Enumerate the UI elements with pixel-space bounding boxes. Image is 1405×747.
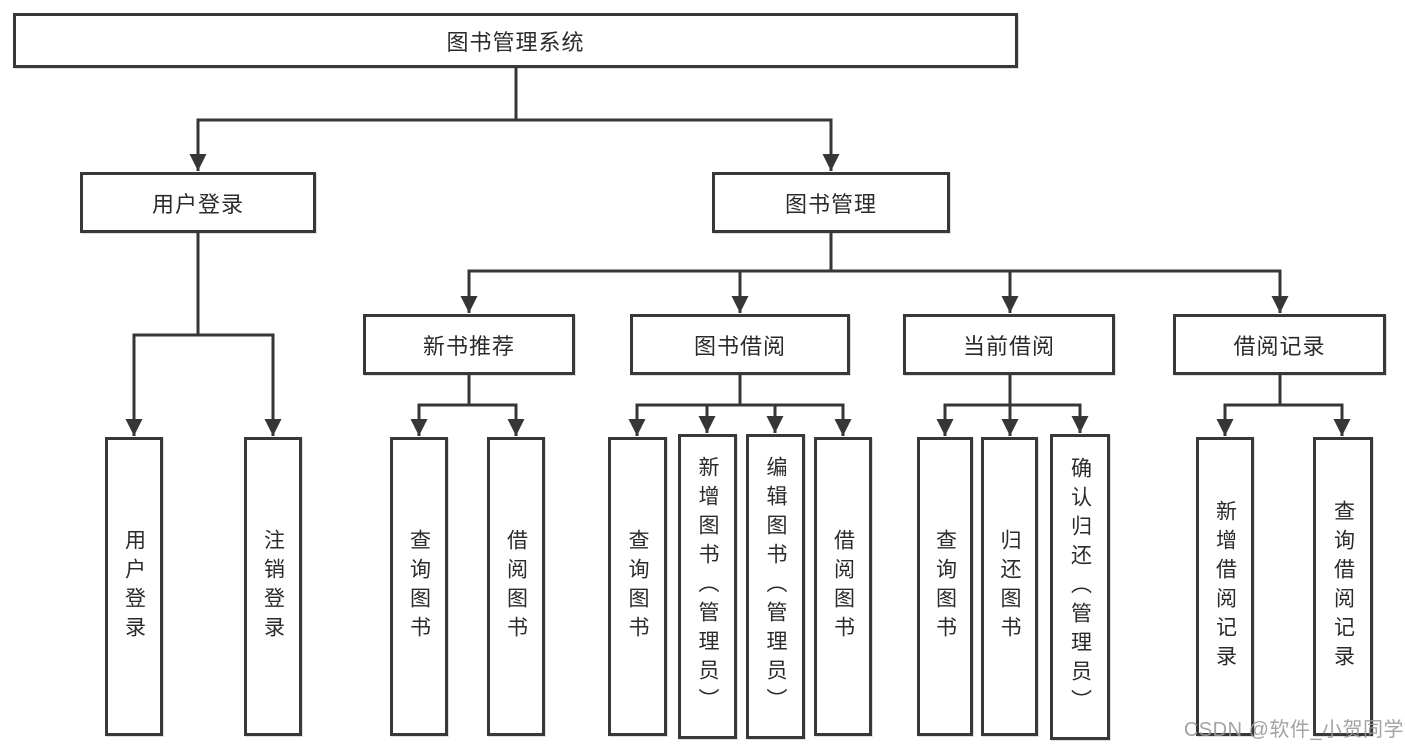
- csdn-watermark: CSDN @软件_小贺同学: [1183, 719, 1404, 741]
- leaf-cb-query-books-label: 查询图书: [933, 528, 957, 645]
- node-book-management: 图书管理: [712, 172, 950, 233]
- branch-borrow-records: [1223, 375, 1344, 407]
- leaf-bb-query-books: 查询图书: [608, 437, 667, 736]
- leaf-cb-confirm-return-admin: 确认归还（管理员）: [1050, 434, 1110, 740]
- branch-root: [196, 68, 833, 122]
- node-user-login-label: 用户登录: [151, 191, 244, 217]
- node-user-login: 用户登录: [80, 172, 316, 233]
- leaf-nb-query-books-label: 查询图书: [407, 528, 431, 645]
- branch-user-login: [132, 233, 275, 337]
- leaf-bb-borrow-books-label: 借阅图书: [831, 528, 855, 645]
- node-borrow-records: 借阅记录: [1173, 314, 1386, 375]
- leaf-bb-edit-book-admin: 编辑图书（管理员）: [746, 434, 805, 739]
- branch-current-borrow: [943, 375, 1082, 407]
- node-book-borrow-label: 图书借阅: [693, 333, 786, 359]
- leaf-bb-edit-book-admin-label: 编辑图书（管理员）: [764, 456, 787, 717]
- node-root-label: 图书管理系统: [446, 29, 585, 55]
- leaf-cb-query-books: 查询图书: [917, 437, 973, 736]
- node-book-borrow: 图书借阅: [630, 314, 850, 375]
- leaf-br-add-record: 新增借阅记录: [1196, 437, 1254, 736]
- leaf-nb-query-books: 查询图书: [390, 437, 448, 736]
- node-current-borrow: 当前借阅: [903, 314, 1115, 375]
- node-root: 图书管理系统: [13, 13, 1018, 68]
- leaf-bb-add-book-admin-label: 新增图书（管理员）: [696, 456, 719, 717]
- node-new-book-recommend-label: 新书推荐: [422, 333, 515, 359]
- leaf-br-query-record-label: 查询借阅记录: [1331, 499, 1355, 674]
- leaf-cb-return-book: 归还图书: [981, 437, 1038, 736]
- leaf-user-login: 用户登录: [105, 437, 163, 736]
- node-book-management-label: 图书管理: [784, 191, 877, 217]
- node-new-book-recommend: 新书推荐: [363, 314, 575, 375]
- leaf-cb-confirm-return-admin-label: 确认归还（管理员）: [1068, 456, 1092, 718]
- leaf-nb-borrow-books-label: 借阅图书: [504, 528, 528, 645]
- leaf-bb-borrow-books: 借阅图书: [814, 437, 872, 736]
- leaf-bb-query-books-label: 查询图书: [626, 528, 649, 645]
- leaf-cb-return-book-label: 归还图书: [998, 528, 1021, 645]
- leaf-bb-add-book-admin: 新增图书（管理员）: [678, 434, 737, 739]
- node-borrow-records-label: 借阅记录: [1233, 333, 1326, 359]
- leaf-br-add-record-label: 新增借阅记录: [1213, 499, 1237, 674]
- leaf-nb-borrow-books: 借阅图书: [487, 437, 545, 736]
- leaf-user-login-label: 用户登录: [122, 528, 146, 645]
- leaf-br-query-record: 查询借阅记录: [1313, 437, 1373, 736]
- leaf-logout: 注销登录: [244, 437, 302, 736]
- node-current-borrow-label: 当前借阅: [962, 333, 1055, 359]
- branch-book-management: [467, 233, 1282, 273]
- leaf-logout-label: 注销登录: [261, 528, 285, 645]
- branch-new-book-recommend: [417, 375, 518, 407]
- branch-book-borrow: [635, 375, 845, 407]
